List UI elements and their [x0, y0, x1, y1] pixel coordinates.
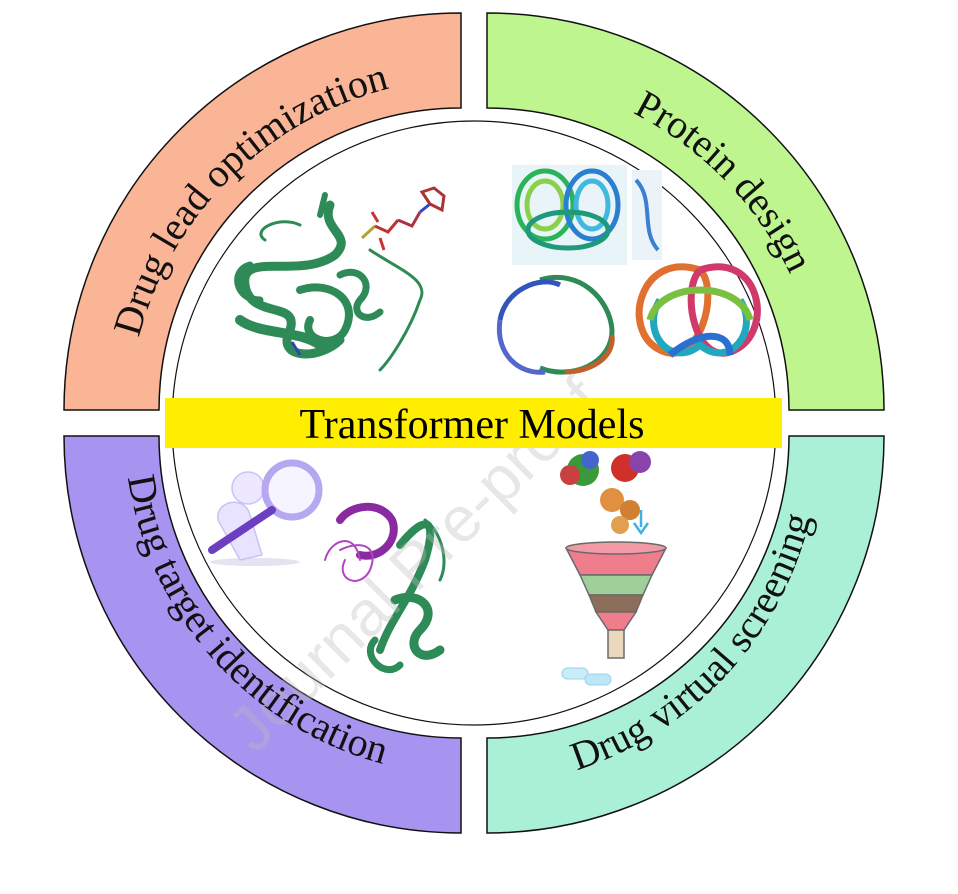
target-protein-ribbon-icon — [324, 502, 446, 674]
quadrant-drug-virtual-screening — [486, 435, 885, 834]
center-band — [165, 398, 782, 448]
ligand-molecule-icon — [360, 186, 446, 251]
ring-protein-icon — [496, 275, 615, 375]
magnifier-figure-icon — [208, 459, 323, 566]
arrow-down-icon — [632, 510, 650, 536]
protein-ribbon-icon — [234, 192, 424, 372]
pills-icon — [561, 667, 612, 686]
protein-assembly-icon — [512, 165, 662, 265]
quadrant-drug-lead-optimization — [63, 12, 462, 411]
quadrant-drug-target-identification — [63, 435, 462, 834]
quadrant-protein-design — [486, 12, 885, 411]
center-label: Transformer Models — [300, 402, 645, 448]
antibody-icon — [560, 451, 651, 534]
screening-funnel-icon — [564, 541, 668, 659]
knotted-protein-icon — [635, 263, 761, 358]
